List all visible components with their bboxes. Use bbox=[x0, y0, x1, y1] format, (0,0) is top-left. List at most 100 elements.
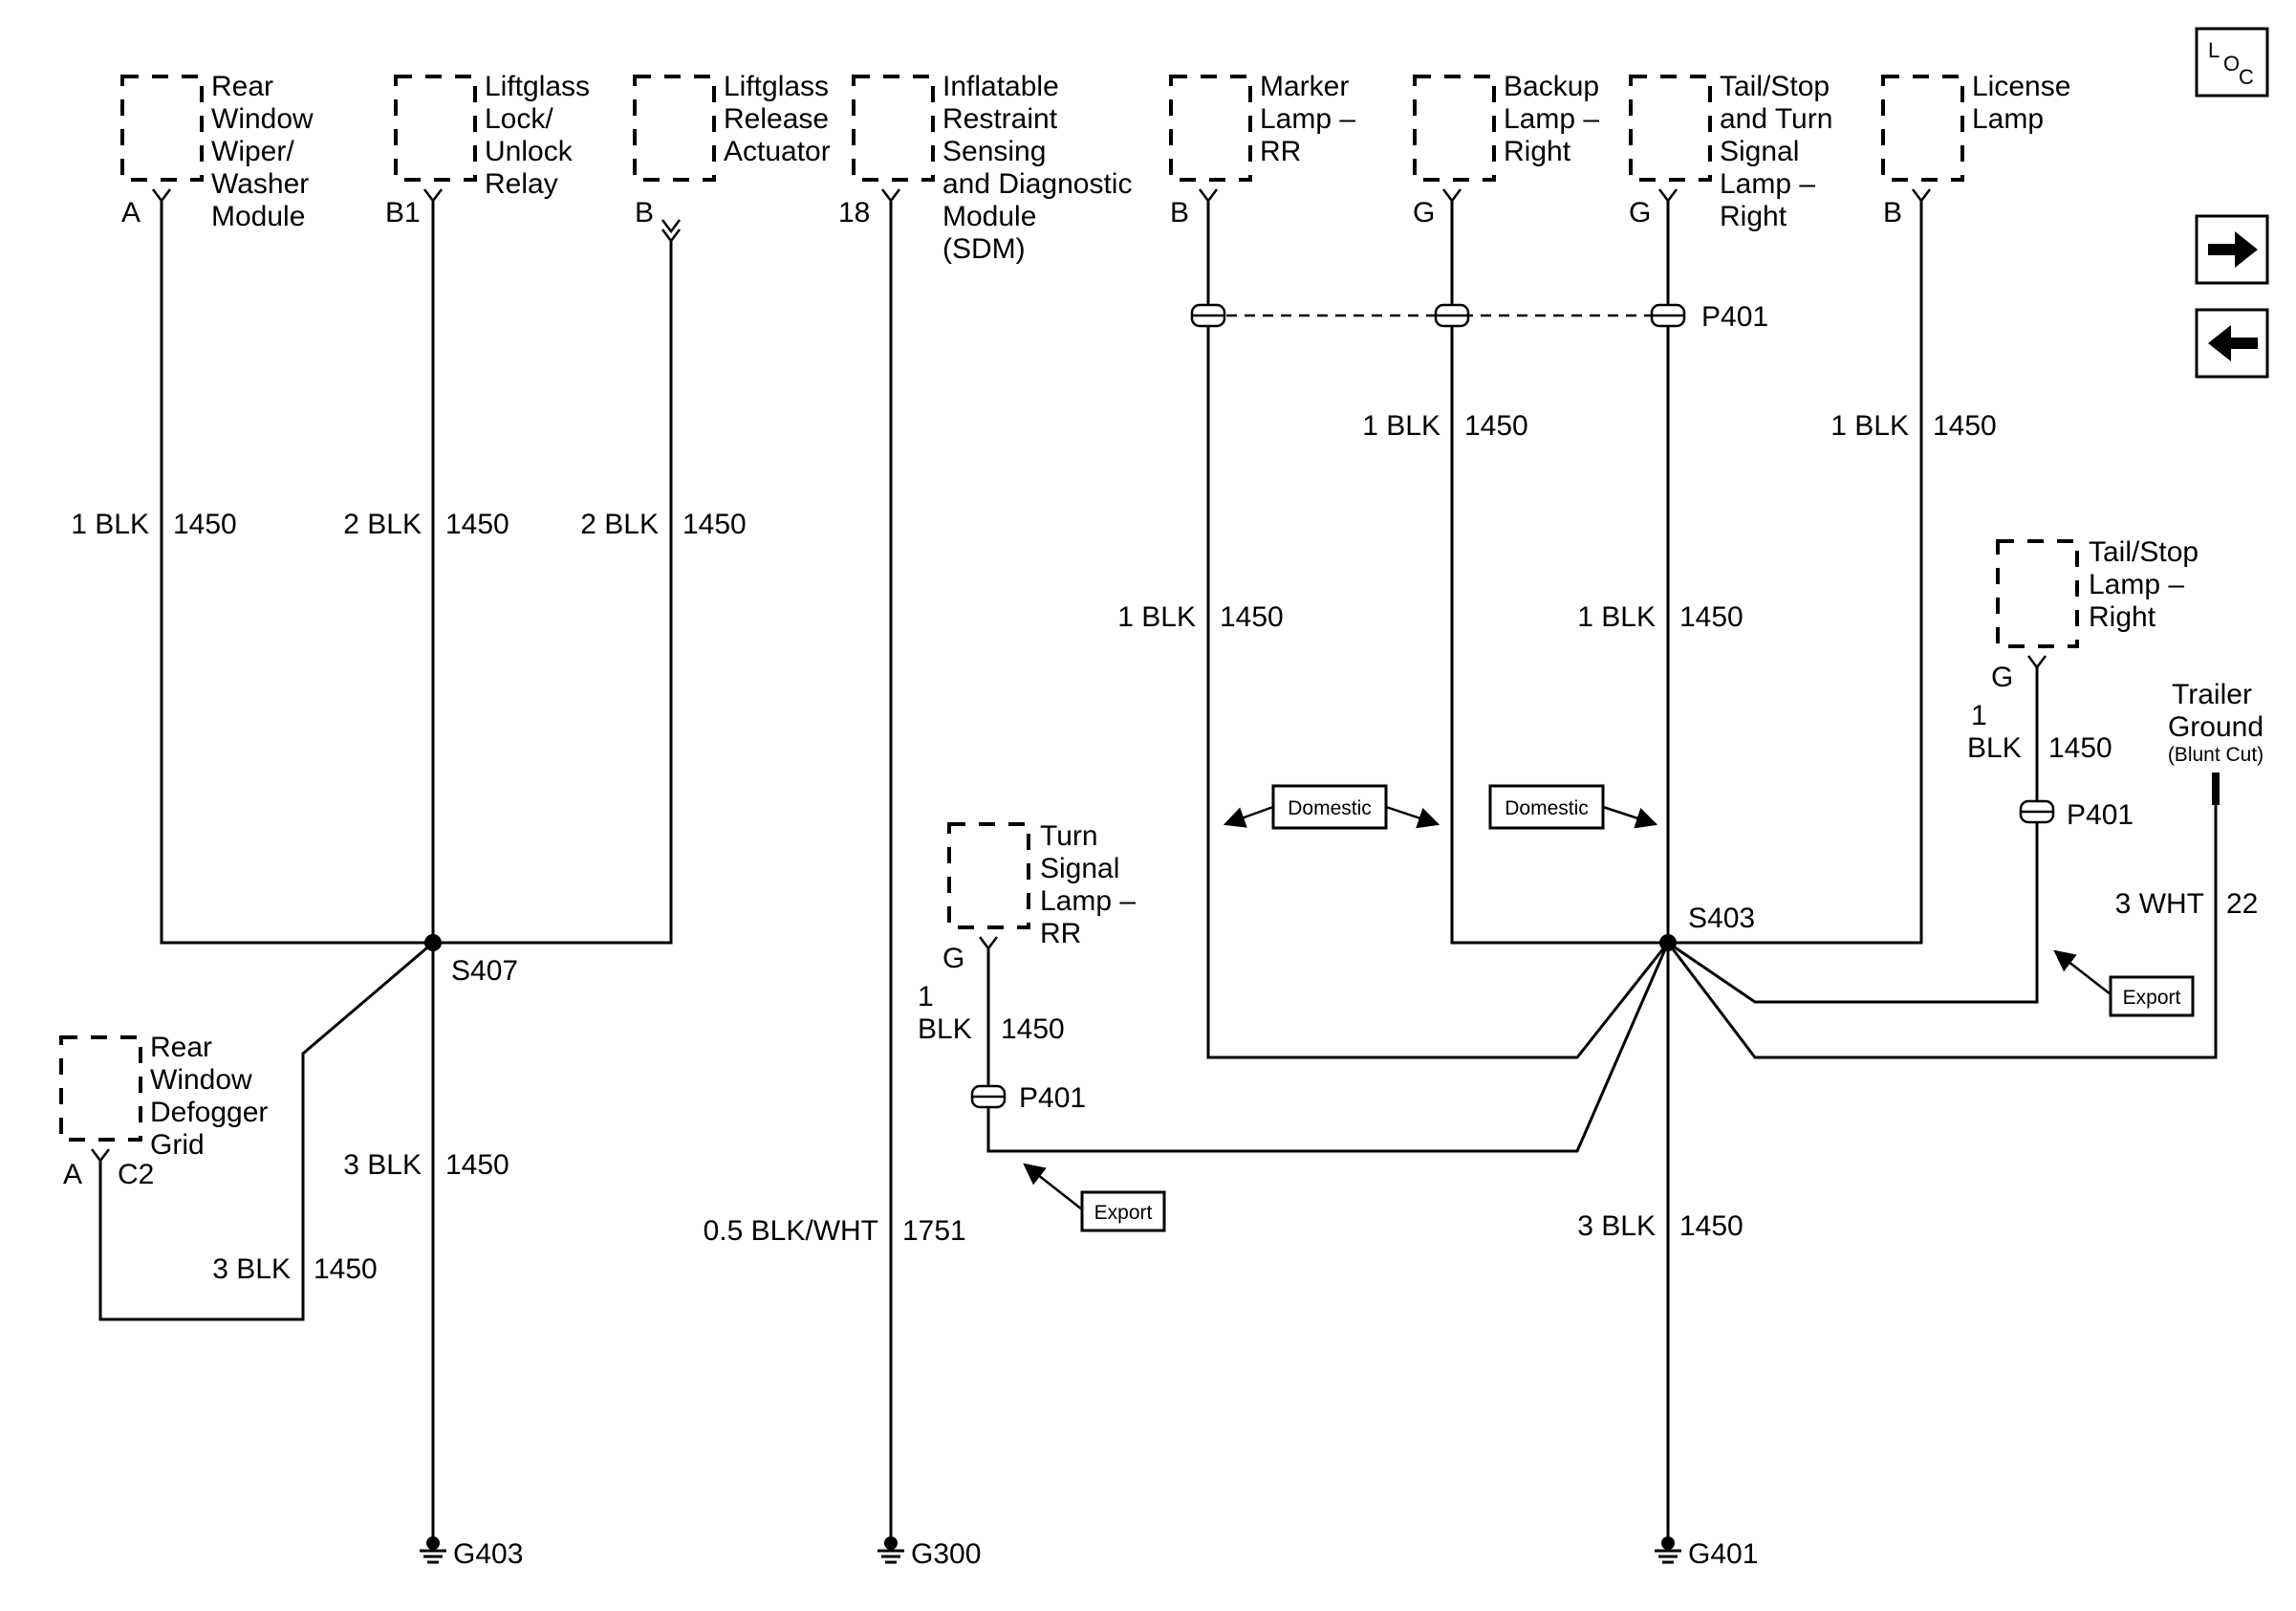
svg-text:3 WHT: 3 WHT bbox=[2115, 888, 2204, 920]
svg-text:Liftglass: Liftglass bbox=[485, 71, 590, 102]
svg-text:Lamp –: Lamp – bbox=[1720, 168, 1815, 200]
svg-text:3 BLK: 3 BLK bbox=[343, 1149, 422, 1181]
ground-g300: G300 bbox=[877, 1535, 981, 1570]
svg-text:Lock/: Lock/ bbox=[485, 103, 553, 135]
svg-text:1450: 1450 bbox=[1220, 601, 1284, 633]
pin-label: G bbox=[1991, 662, 2013, 693]
svg-text:Right: Right bbox=[1720, 201, 1787, 232]
pin-label: B1 bbox=[385, 197, 421, 229]
svg-text:0.5 BLK/WHT: 0.5 BLK/WHT bbox=[704, 1215, 878, 1247]
svg-text:Lamp –: Lamp – bbox=[2089, 569, 2184, 600]
svg-text:G401: G401 bbox=[1688, 1538, 1758, 1570]
svg-text:1: 1 bbox=[918, 981, 934, 1012]
svg-text:2 BLK: 2 BLK bbox=[580, 509, 659, 540]
svg-text:RR: RR bbox=[1260, 136, 1301, 167]
ground-g401: G401 bbox=[1655, 1535, 1758, 1570]
svg-text:1450: 1450 bbox=[445, 1149, 509, 1181]
svg-text:1751: 1751 bbox=[902, 1215, 966, 1247]
svg-text:BLK: BLK bbox=[918, 1013, 972, 1045]
svg-text:1450: 1450 bbox=[1933, 410, 1997, 442]
svg-text:RR: RR bbox=[1040, 918, 1081, 949]
svg-text:Tail/Stop: Tail/Stop bbox=[2089, 536, 2199, 568]
inline-connectors bbox=[970, 303, 2055, 1109]
component-liftglass-lock-relay: Liftglass Lock/ Unlock Relay bbox=[394, 71, 590, 200]
svg-text:Defogger: Defogger bbox=[150, 1097, 268, 1128]
svg-text:Lamp –: Lamp – bbox=[1504, 103, 1599, 135]
svg-text:Inflatable: Inflatable bbox=[942, 71, 1059, 102]
svg-text:1450: 1450 bbox=[2048, 732, 2112, 764]
loc-o-letter: O bbox=[2223, 52, 2240, 76]
svg-text:1 BLK: 1 BLK bbox=[1362, 410, 1440, 442]
svg-text:Rear: Rear bbox=[150, 1032, 212, 1063]
pin-label: G bbox=[1413, 197, 1435, 229]
svg-text:1 BLK: 1 BLK bbox=[1830, 410, 1909, 442]
svg-text:Export: Export bbox=[1094, 1202, 1153, 1224]
splice-node bbox=[1659, 934, 1677, 951]
connector-label: P401 bbox=[1701, 301, 1768, 333]
svg-text:1450: 1450 bbox=[682, 509, 747, 540]
svg-text:Module: Module bbox=[942, 201, 1036, 232]
svg-text:Grid: Grid bbox=[150, 1129, 205, 1161]
svg-text:Signal: Signal bbox=[1720, 136, 1799, 167]
component-marker-lamp-rr: Marker Lamp – RR bbox=[1169, 71, 1355, 182]
loc-c-letter: C bbox=[2239, 65, 2254, 89]
pin-label: G bbox=[1629, 197, 1651, 229]
component-license-lamp: License Lamp bbox=[1881, 71, 2070, 182]
pin-label: B bbox=[635, 197, 654, 229]
svg-text:Actuator: Actuator bbox=[724, 136, 831, 167]
svg-text:Rear: Rear bbox=[211, 71, 273, 102]
svg-text:1450: 1450 bbox=[173, 509, 237, 540]
pin-label: A bbox=[63, 1159, 82, 1190]
svg-text:1450: 1450 bbox=[314, 1253, 378, 1285]
previous-page-button[interactable] bbox=[2195, 308, 2269, 379]
component-tail-turn-lamp-right: Tail/Stop and Turn Signal Lamp – Right bbox=[1629, 71, 1832, 232]
connector-label: P401 bbox=[1019, 1082, 1086, 1114]
pin-label: 18 bbox=[838, 197, 870, 229]
component-sdm: Inflatable Restraint Sensing and Diagnos… bbox=[852, 71, 1132, 265]
svg-text:Unlock: Unlock bbox=[485, 136, 574, 167]
component-tail-stop-lamp-right: Tail/Stop Lamp – Right bbox=[1996, 536, 2199, 648]
svg-text:1 BLK: 1 BLK bbox=[1117, 601, 1196, 633]
splice-label: S407 bbox=[451, 955, 518, 987]
svg-text:1450: 1450 bbox=[1679, 1210, 1744, 1242]
svg-text:and Diagnostic: and Diagnostic bbox=[942, 168, 1132, 200]
svg-text:Window: Window bbox=[150, 1064, 252, 1096]
arrow-right-icon bbox=[2208, 231, 2258, 268]
export-box-2: Export bbox=[2053, 949, 2195, 1017]
wire-labels: 1 BLK 1450 2 BLK 1450 2 BLK 1450 3 BLK 1… bbox=[71, 410, 2258, 1285]
svg-text:(Blunt Cut): (Blunt Cut) bbox=[2168, 744, 2264, 766]
terminal-chevrons bbox=[91, 188, 2047, 1164]
loc-button[interactable]: L O C bbox=[2195, 27, 2269, 98]
svg-text:3 BLK: 3 BLK bbox=[212, 1253, 291, 1285]
svg-text:Trailer: Trailer bbox=[2172, 679, 2252, 710]
domestic-box-2: Domestic bbox=[1488, 784, 1658, 830]
svg-text:Lamp –: Lamp – bbox=[1260, 103, 1355, 135]
ground-g403: G403 bbox=[420, 1535, 523, 1570]
svg-text:and Turn: and Turn bbox=[1720, 103, 1832, 135]
svg-text:BLK: BLK bbox=[1967, 732, 2022, 764]
svg-text:1 BLK: 1 BLK bbox=[71, 509, 149, 540]
svg-text:1: 1 bbox=[1971, 700, 1987, 731]
splice-label: S403 bbox=[1688, 903, 1755, 934]
component-turn-signal-lamp-rr: Turn Signal Lamp – RR bbox=[947, 820, 1136, 949]
svg-text:Washer: Washer bbox=[211, 168, 309, 200]
svg-text:Liftglass: Liftglass bbox=[724, 71, 829, 102]
svg-text:Turn: Turn bbox=[1040, 820, 1098, 852]
svg-text:Relay: Relay bbox=[485, 168, 558, 200]
svg-text:Marker: Marker bbox=[1260, 71, 1349, 102]
svg-text:Module: Module bbox=[211, 201, 305, 232]
pin-label: C2 bbox=[118, 1159, 154, 1190]
svg-text:2 BLK: 2 BLK bbox=[343, 509, 422, 540]
svg-text:Domestic: Domestic bbox=[1505, 797, 1589, 819]
export-box-1: Export bbox=[1023, 1163, 1166, 1232]
svg-text:1450: 1450 bbox=[1679, 601, 1744, 633]
pin-label: A bbox=[121, 197, 141, 229]
component-backup-lamp-right: Backup Lamp – Right bbox=[1413, 71, 1599, 182]
svg-text:Restraint: Restraint bbox=[942, 103, 1058, 135]
svg-text:Ground: Ground bbox=[2168, 711, 2264, 743]
pin-label: B bbox=[1170, 197, 1189, 229]
next-page-button[interactable] bbox=[2195, 214, 2269, 285]
arrow-left-icon bbox=[2208, 325, 2258, 361]
svg-text:Domestic: Domestic bbox=[1288, 797, 1372, 819]
